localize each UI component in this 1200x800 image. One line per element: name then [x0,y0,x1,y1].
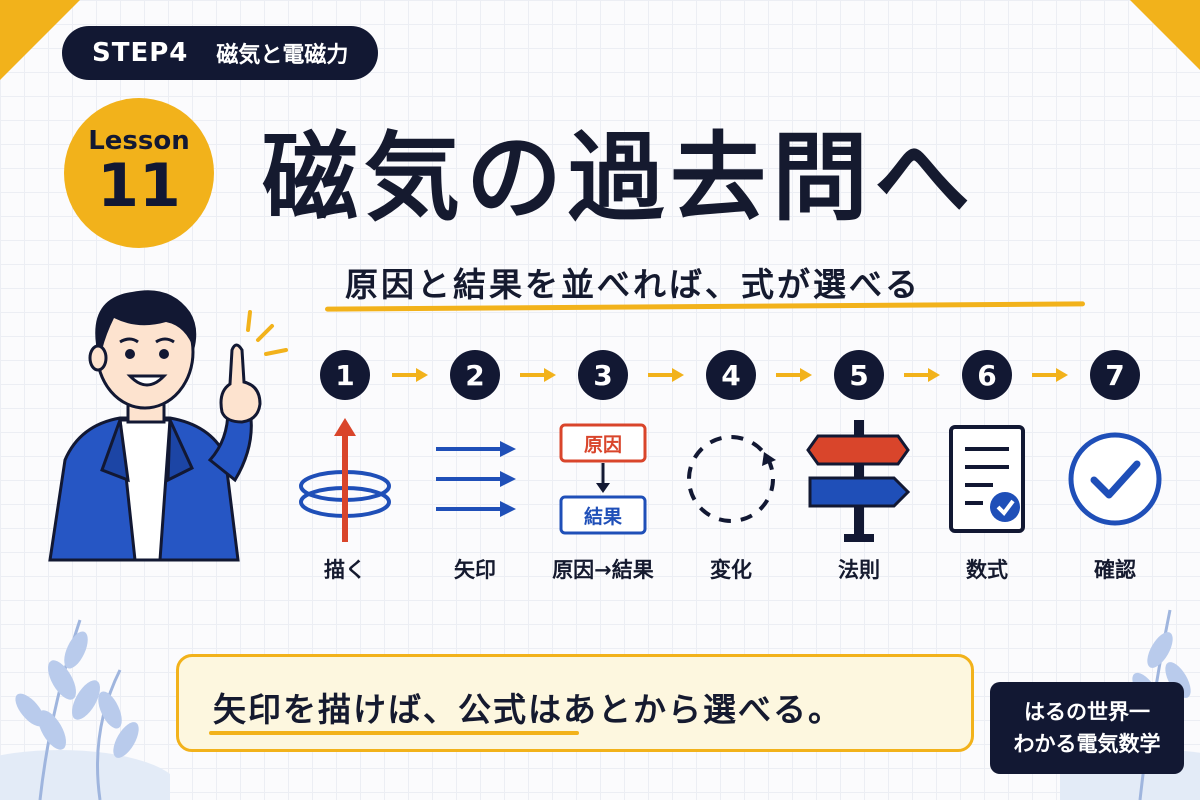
step-3: 3 原因 結果 原因→結果 [538,350,668,584]
step-badge: STEP4 磁気と電磁力 [62,26,379,80]
step-1-label: 描く [324,558,366,582]
arrow-right-icon [392,368,428,382]
step-1-number: 1 [320,350,370,400]
cause-effect-icon: 原因 結果 [538,414,668,544]
lesson-label: Lesson [88,126,190,156]
page-title: 磁気の過去問へ [262,122,976,234]
step-6-number: 6 [962,350,1012,400]
page-subtitle: 原因と結果を並べれば、式が選べる [345,265,921,304]
arrow-right-icon [648,368,684,382]
step-4-label: 変化 [710,558,752,582]
coil-arrow-icon [280,414,410,544]
key-message: 矢印を描けば、公式はあとから選べる。 [213,690,843,729]
leaf-decoration-left [0,619,170,800]
step-5: 5 法則 [794,350,924,584]
step-4: 4 変化 [666,350,796,584]
step-5-number: 5 [834,350,884,400]
step-7-number: 7 [1090,350,1140,400]
step-2-number: 2 [450,350,500,400]
key-message-underline [209,731,579,735]
step-5-label: 法則 [838,558,880,582]
arrows-icon [410,414,540,544]
cycle-icon [666,414,796,544]
step-3-label: 原因→結果 [552,558,654,582]
arrow-right-icon [1032,368,1068,382]
check-circle-icon [1050,414,1180,544]
key-message-box: 矢印を描けば、公式はあとから選べる。 [176,654,974,752]
corner-decoration-top-right [1130,0,1200,70]
document-check-icon [922,414,1052,544]
step-2-label: 矢印 [454,558,496,582]
step-1: 1 描く [280,350,410,584]
step-4-number: 4 [706,350,756,400]
step-7-label: 確認 [1094,558,1136,582]
brand-line-2: わかる電気数学 [1013,732,1161,756]
process-steps: 1 描く 2 矢印 3 [0,350,1200,590]
step-6-label: 数式 [966,558,1008,582]
step-number: STEP4 [92,38,189,68]
lesson-number: 11 [97,151,181,221]
step-2: 2 矢印 [410,350,540,584]
effect-box-label: 結果 [584,505,622,528]
arrow-right-icon [776,368,812,382]
step-3-number: 3 [578,350,628,400]
step-title: 磁気と電磁力 [216,43,349,68]
signpost-icon [794,414,924,544]
brand-badge: はるの世界一 わかる電気数学 [990,682,1184,774]
step-6: 6 数式 [922,350,1052,584]
lesson-badge: Lesson 11 [64,98,214,248]
cause-box-label: 原因 [584,434,622,456]
teacher-illustration [48,290,288,562]
arrow-right-icon [904,368,940,382]
step-7: 7 確認 [1050,350,1180,584]
brand-line-1: はるの世界一 [1024,700,1150,724]
arrow-right-icon [520,368,556,382]
